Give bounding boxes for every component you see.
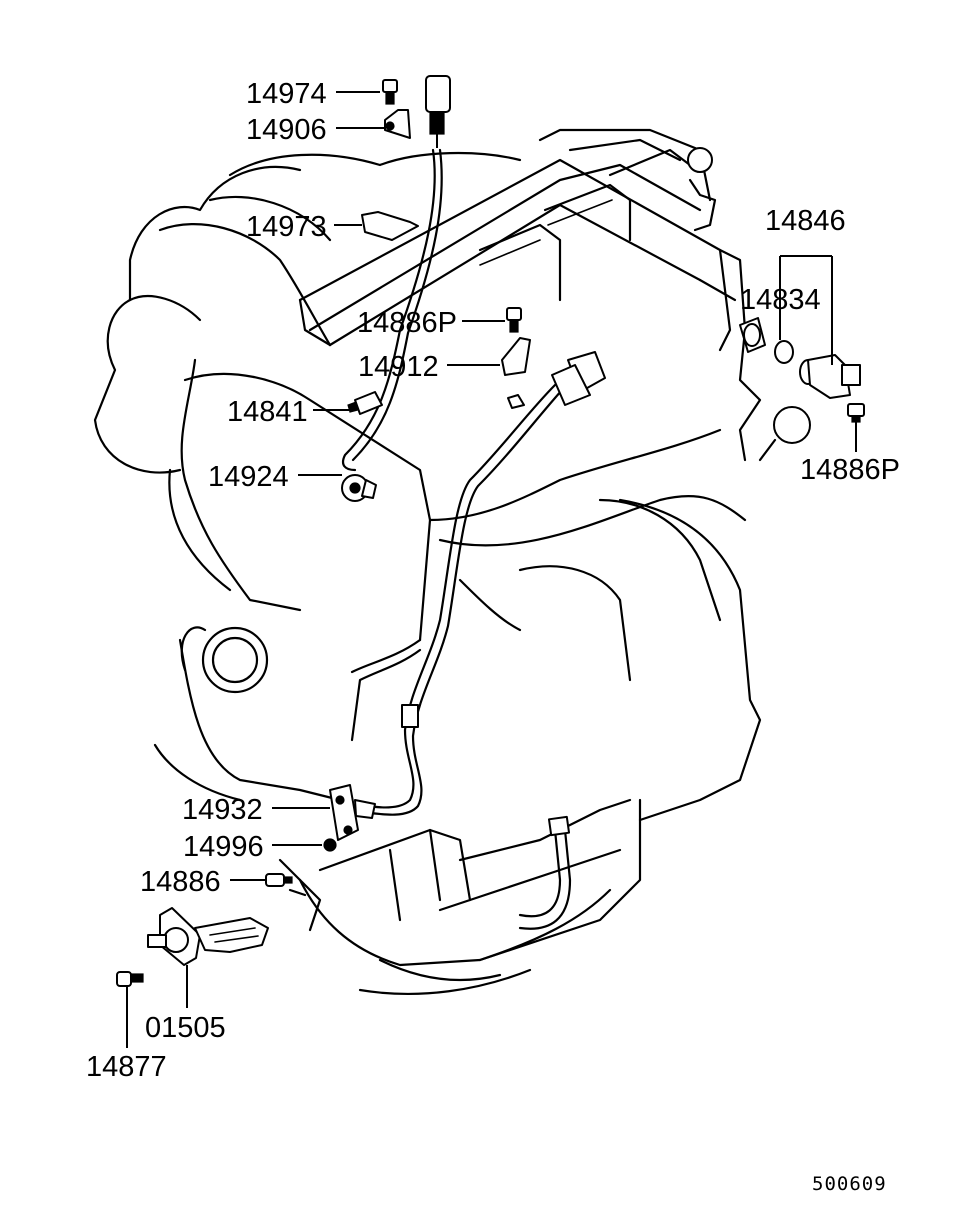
label-14834: 14834 [740,284,821,316]
label-14841: 14841 [227,396,308,428]
part-14973-clip [361,211,419,241]
label-14924: 14924 [208,461,289,493]
part-14886P-bolt-right [847,403,865,423]
part-labels: 14974 14906 14973 14846 14834 14886P 149… [86,78,900,1195]
label-14886P-right: 14886P [800,454,900,486]
part-14974-bolt [382,79,398,105]
part-14996-grommet [323,838,337,852]
label-14974: 14974 [246,78,327,110]
part-14932-crank-sensor [329,784,376,841]
part-14846-cam-sensor [799,354,861,399]
leader-lines [126,91,857,1048]
part-14906-bracket [384,109,411,139]
label-14877: 14877 [86,1051,167,1083]
part-14924-knock-sensor [341,474,377,502]
top-connector [425,75,451,148]
label-14996: 14996 [183,831,264,863]
label-14973: 14973 [246,211,327,243]
part-14886P-bolt-top [506,307,522,333]
part-14886-bolt [265,873,293,887]
diagram-code: 500609 [812,1173,887,1195]
harness-connector-mid [551,351,606,406]
part-01505-sensor-assembly [147,907,269,966]
label-14846: 14846 [765,205,846,237]
label-14886P-top: 14886P [357,307,457,339]
label-14932: 14932 [182,794,263,826]
part-14877-bolt [116,971,144,987]
label-14886: 14886 [140,866,221,898]
part-14841-sensor [347,391,383,415]
label-14906: 14906 [246,114,327,146]
part-14834-o-ring [739,317,794,364]
label-01505: 01505 [145,1012,226,1044]
label-14912: 14912 [358,351,439,383]
part-14912-bracket [501,337,531,409]
engine-block-drawing [93,128,811,996]
wiring-harness [341,148,564,816]
